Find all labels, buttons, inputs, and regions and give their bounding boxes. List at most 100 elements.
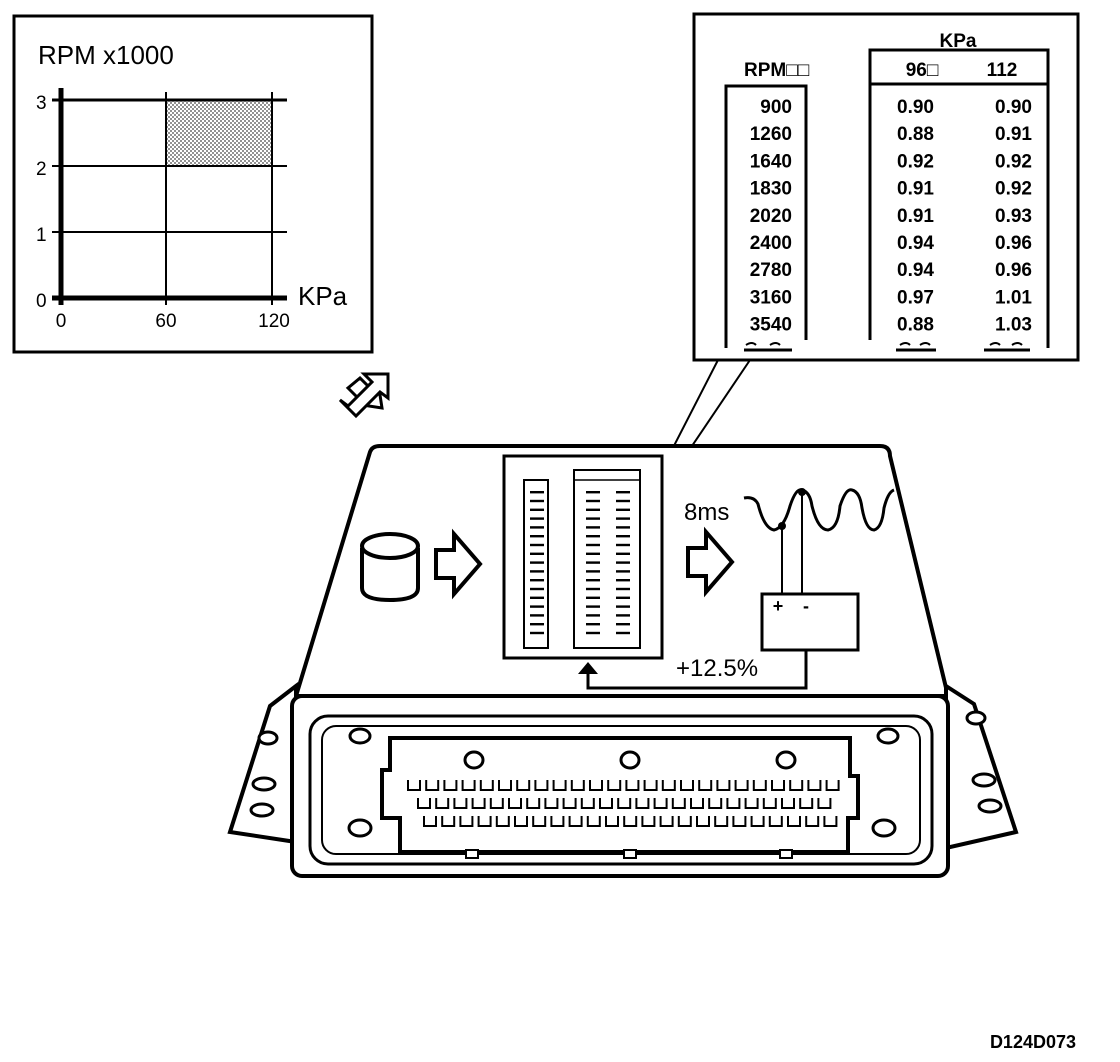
connector-pin — [732, 816, 747, 827]
correction-label: +12.5% — [676, 655, 758, 682]
rpm-cell: 2780 — [750, 260, 792, 281]
connector-pin — [734, 780, 749, 791]
connector-pin — [781, 798, 795, 809]
pulse-width-label: 8ms — [684, 499, 729, 526]
connector-pin — [617, 798, 632, 809]
connector-pin — [607, 780, 622, 791]
chip-row-mark — [616, 631, 630, 635]
connector-pin — [568, 816, 583, 827]
connector-pin — [544, 798, 559, 809]
chip-row-mark — [586, 587, 600, 591]
chip-row-mark — [530, 508, 544, 511]
injector-driver-box — [760, 592, 860, 652]
connector-pin — [489, 798, 504, 809]
connector-pin — [641, 816, 656, 827]
kpa-column-box — [868, 48, 1050, 348]
injector-minus-label: - — [803, 596, 809, 616]
map-chip — [502, 454, 664, 660]
connector-pin — [471, 798, 486, 809]
connector-pin — [789, 780, 804, 791]
col-header-96: 96□ — [906, 60, 939, 81]
connector-pin — [661, 780, 676, 791]
x-tick-label: 0 — [56, 311, 67, 332]
connector-pins — [407, 780, 840, 827]
connector-pin — [625, 780, 640, 791]
chip-row-mark — [586, 491, 600, 494]
chip-row-mark — [616, 517, 630, 520]
value-112-cell: 0.93 — [995, 206, 1032, 227]
chip-row-mark — [586, 561, 600, 564]
connector-pin — [714, 816, 729, 827]
connector-pin — [526, 798, 541, 809]
chip-row-mark — [616, 596, 630, 599]
connector-screw — [871, 818, 897, 838]
connector-lug — [463, 750, 485, 770]
mount-hole — [251, 776, 277, 792]
mount-hole — [965, 710, 987, 726]
value-96-cell: 0.88 — [897, 124, 934, 145]
connector-pin — [498, 780, 512, 791]
connector-pin — [435, 798, 450, 809]
chip-row-mark — [616, 605, 630, 608]
ecu-unit: 8ms + - +12.5% — [227, 444, 1019, 878]
connector-pin — [768, 816, 783, 827]
injector-plus-label: + — [773, 596, 784, 616]
down-arrow-icon — [338, 372, 390, 419]
chip-kpa-column — [573, 469, 641, 649]
chip-row-mark — [616, 570, 630, 573]
connector-pin — [552, 780, 567, 791]
connector-pin — [586, 816, 601, 827]
kpa-header: KPa — [940, 31, 977, 52]
connector-pin — [459, 816, 474, 827]
connector-lug — [775, 750, 797, 770]
connector-pin — [787, 816, 801, 827]
col-header-112: 112 — [987, 60, 1018, 81]
value-96-cell: 0.94 — [897, 233, 934, 254]
chip-row-mark — [616, 552, 630, 555]
connector-pin — [771, 780, 785, 791]
value-96-cell: 0.88 — [897, 315, 934, 336]
rpm-header: RPM□□ — [744, 60, 810, 81]
connector-pin — [653, 798, 668, 809]
chip-row-mark — [530, 561, 544, 564]
chip-row-mark — [530, 579, 544, 582]
connector-pin — [599, 798, 613, 809]
feedback-arrowhead — [578, 662, 598, 674]
value-112-cell: 1.03 — [995, 315, 1032, 336]
chip-row-mark — [586, 631, 600, 635]
mount-hole — [977, 798, 1003, 814]
graph-x-title: KPa — [298, 281, 348, 311]
data-cylinder-icon — [360, 532, 420, 603]
rpm-cell: 3160 — [750, 287, 792, 308]
chip-row-mark — [530, 623, 544, 626]
chip-row-mark — [530, 517, 544, 520]
table-frame — [692, 12, 1080, 362]
chip-row-mark — [586, 570, 600, 573]
left-mounting-flange — [227, 681, 298, 845]
chip-row-mark — [586, 552, 600, 555]
connector-screw — [347, 818, 373, 838]
connector-pin — [514, 816, 528, 827]
connector-pin — [805, 816, 820, 827]
connector-pin — [562, 798, 577, 809]
y-tick-label: 0 — [36, 291, 47, 312]
y-tick-label: 1 — [36, 225, 47, 246]
chip-row-mark — [530, 596, 544, 599]
feedback-line — [586, 650, 808, 690]
value-96-cell: 0.94 — [897, 260, 934, 281]
connector-pin — [495, 816, 510, 827]
x-tick-label: 60 — [155, 311, 176, 332]
y-tick-label: 2 — [36, 159, 47, 180]
chip-row-mark — [530, 491, 544, 494]
connector-pin — [417, 798, 431, 809]
chip-row-mark — [530, 570, 544, 573]
mount-hole — [971, 772, 997, 788]
y-tick-label: 3 — [36, 93, 47, 114]
value-112-cell: 0.92 — [995, 151, 1032, 172]
chip-row-mark — [616, 579, 630, 582]
connector-pin — [441, 816, 456, 827]
connector-pin — [726, 798, 741, 809]
